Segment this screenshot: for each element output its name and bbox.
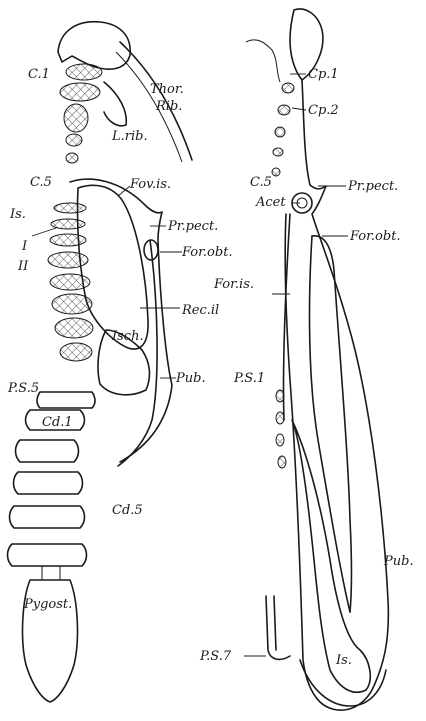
label-cp1-right: Cp.1 <box>308 67 339 82</box>
ischium-right <box>292 420 370 692</box>
label-is-right: Is. <box>335 653 352 668</box>
label-thor-left: Thor. <box>150 82 184 97</box>
ps7-stub-right <box>266 596 290 659</box>
label-pr-pect-left: Pr.pect. <box>167 219 218 234</box>
label-roman-1-left: I <box>21 239 28 254</box>
label-cp2-right: Cp.2 <box>308 103 339 118</box>
ilium-left <box>58 22 130 69</box>
label-lrib-left: L.rib. <box>111 129 148 144</box>
label-for-obt-right: For.obt. <box>349 229 401 244</box>
pygostyle-top-left <box>42 566 60 580</box>
pubis-right <box>312 236 352 612</box>
label-cd1-left: Cd.1 <box>42 415 73 430</box>
label-c5-right: C.5 <box>250 175 272 190</box>
labels-left: C.1 Thor. Rib. L.rib. C.5 Fov.is. Is. Pr… <box>7 67 233 612</box>
label-pub-right: Pub. <box>383 554 414 569</box>
label-pygost-left: Pygost. <box>23 597 72 612</box>
lumbar-rib-left <box>104 82 126 126</box>
label-fov-is-left: Fov.is. <box>129 177 171 192</box>
label-pr-pect-right: Pr.pect. <box>347 179 398 194</box>
label-is-left: Is. <box>9 207 26 222</box>
label-rec-il-left: Rec.il <box>181 303 219 318</box>
label-for-is-right: For.is. <box>213 277 254 292</box>
label-ps5-left: P.S.5 <box>7 381 39 396</box>
label-c5-left: C.5 <box>30 175 52 190</box>
label-for-obt-left: For.obt. <box>181 245 233 260</box>
label-ps1-right: P.S.1 <box>233 371 265 386</box>
label-cd5-left: Cd.5 <box>112 503 143 518</box>
label-isch-left: Isch. <box>111 329 144 344</box>
label-c1-left: C.1 <box>28 67 50 82</box>
label-ps7-right: P.S.7 <box>199 649 232 664</box>
label-acet-right: Acet <box>255 195 286 210</box>
pelvis-outline-right <box>285 80 388 710</box>
label-roman-2-left: II <box>17 259 29 274</box>
label-rib-left: Rib. <box>155 99 182 114</box>
spine-line-right-top <box>246 40 280 82</box>
label-pub-left: Pub. <box>175 371 206 386</box>
pubis-left <box>118 240 157 466</box>
